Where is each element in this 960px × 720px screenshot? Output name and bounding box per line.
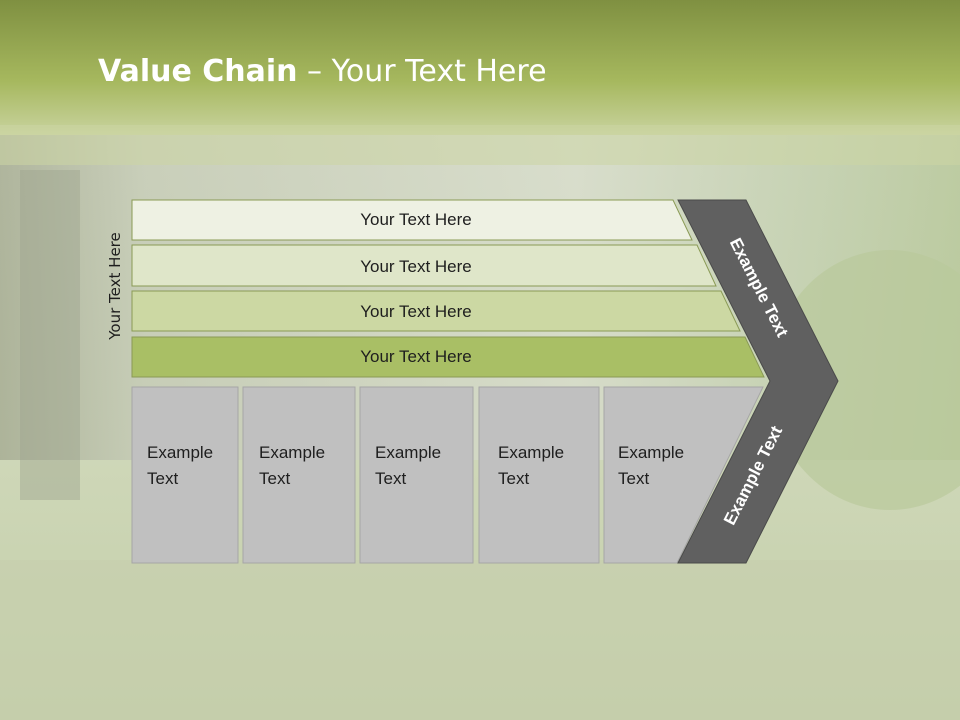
title-bold: Value Chain: [98, 54, 298, 89]
box-4-line1: Example: [498, 443, 564, 462]
box-1[interactable]: [131, 386, 239, 564]
reflection-box-5-line1: Example: [618, 664, 684, 683]
bar-2-label: Your Text Here: [360, 257, 472, 276]
reflection-box-1-line1: Example: [147, 664, 213, 683]
box-1-line2: Text: [147, 469, 178, 488]
bar-stack: [131, 199, 765, 378]
box-3[interactable]: [359, 386, 474, 564]
reflection-box-5-line2: Text: [618, 638, 649, 657]
slide-title: Value Chain – Your Text Here: [98, 54, 547, 89]
reflection-box-3-line1: Example: [375, 664, 441, 683]
bar-4[interactable]: [131, 336, 765, 378]
bar-3[interactable]: [131, 290, 741, 332]
reflection-box-2-line2: Text: [259, 638, 290, 657]
box-row: [131, 386, 764, 564]
bar-1[interactable]: [131, 199, 693, 241]
reflection-box-4-line1: Example: [498, 664, 564, 683]
reflection-box-3-line2: Text: [375, 638, 406, 657]
box-3-line1: Example: [375, 443, 441, 462]
reflection-box-4-line2: Text: [498, 638, 529, 657]
bar-3-label: Your Text Here: [360, 302, 472, 321]
box-4[interactable]: [478, 386, 600, 564]
box-5-line1: Example: [618, 443, 684, 462]
bar-1-label: Your Text Here: [360, 210, 472, 229]
box-2-line1: Example: [259, 443, 325, 462]
title-rest: – Your Text Here: [297, 54, 547, 89]
box-4-line2: Text: [498, 469, 529, 488]
box-3-line2: Text: [375, 469, 406, 488]
box-5-line2: Text: [618, 469, 649, 488]
reflection-box-1-line2: Text: [147, 638, 178, 657]
reflection-box-2-line1: Example: [259, 664, 325, 683]
box-2-line2: Text: [259, 469, 290, 488]
bar-2[interactable]: [131, 244, 717, 287]
box-1-line1: Example: [147, 443, 213, 462]
reflection: Example Text Example Text Example Text E…: [131, 562, 786, 720]
bar-4-label: Your Text Here: [360, 347, 472, 366]
